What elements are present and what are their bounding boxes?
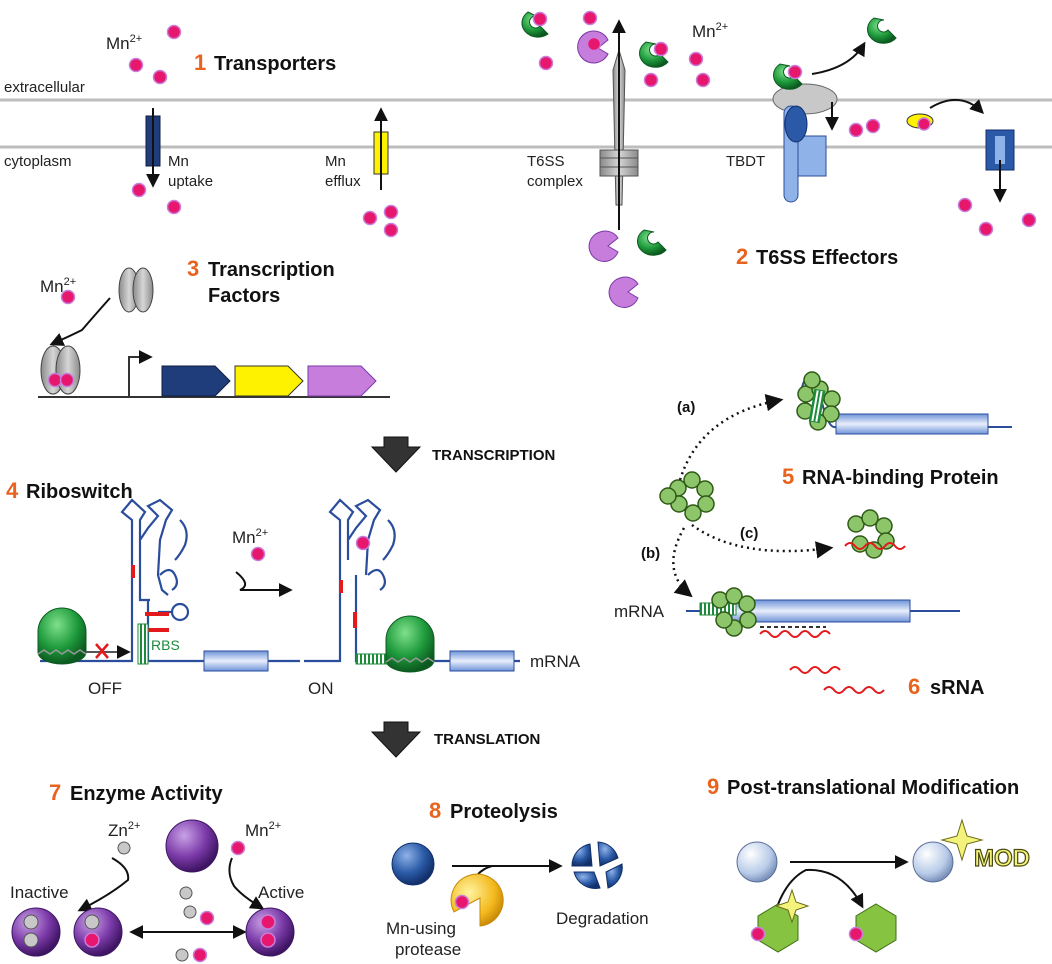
protease-label-1: Mn-using bbox=[386, 919, 456, 938]
rbs-label: RBS bbox=[151, 637, 180, 653]
section-5-number: 5 bbox=[782, 464, 794, 489]
mn-efflux-label-1: Mn bbox=[325, 153, 346, 170]
operon-dna bbox=[38, 350, 390, 398]
section-3-title: Transcription bbox=[208, 259, 335, 281]
mn-uptake-label-1: Mn bbox=[168, 153, 189, 170]
section-6-number: 6 bbox=[908, 674, 920, 699]
section-4-title: Riboswitch bbox=[26, 481, 133, 503]
path-c-label: (c) bbox=[740, 525, 758, 542]
tf-dimer-free bbox=[118, 267, 154, 313]
mrna-label-riboswitch: mRNA bbox=[530, 652, 581, 671]
enzyme-inactive-pair bbox=[11, 907, 123, 957]
mn-ion-label-7: Mn2+ bbox=[245, 820, 281, 840]
mn-ion-tf bbox=[60, 289, 76, 305]
mn-ion-label-3: Mn2+ bbox=[40, 276, 76, 296]
rbp-complex-b bbox=[686, 587, 960, 638]
section-6-title: sRNA bbox=[930, 677, 984, 699]
protease-label-2: protease bbox=[395, 940, 461, 959]
off-label: OFF bbox=[88, 679, 122, 698]
mn-ion-label-4: Mn2+ bbox=[232, 527, 268, 547]
mn-protease bbox=[450, 873, 504, 927]
section-9-title: Post-translational Modification bbox=[727, 777, 1019, 799]
mn-efflux-transporter bbox=[373, 107, 389, 190]
rbp-complex-a bbox=[796, 371, 1012, 435]
active-label: Active bbox=[258, 883, 304, 902]
section-7-title: Enzyme Activity bbox=[70, 783, 224, 805]
path-c-arrow bbox=[691, 523, 834, 559]
mod-label: MOD bbox=[974, 845, 1030, 872]
degradation-label: Degradation bbox=[556, 909, 649, 928]
section-3-title-line2: Factors bbox=[208, 285, 280, 307]
t6ss-effectors-cytoplasm bbox=[588, 229, 667, 308]
ptm-modified-protein bbox=[912, 841, 954, 883]
section-2-title: T6SS Effectors bbox=[756, 247, 898, 269]
path-b-label: (b) bbox=[641, 545, 660, 562]
membrane bbox=[0, 98, 1052, 149]
degraded-protein bbox=[571, 841, 623, 889]
tbdt-label: TBDT bbox=[726, 153, 765, 170]
mn-ions-right bbox=[957, 197, 1037, 237]
section-8-title: Proteolysis bbox=[450, 801, 558, 823]
ptm-substrate bbox=[736, 841, 778, 883]
mod-star-icon bbox=[940, 818, 984, 862]
t6ss-complex bbox=[599, 19, 639, 230]
riboswitch-off bbox=[37, 498, 300, 672]
riboswitch-binding-arrow bbox=[235, 571, 293, 597]
mn-efflux-label-2: efflux bbox=[325, 173, 361, 190]
section-4-number: 4 bbox=[6, 478, 19, 503]
section-1-title: Transporters bbox=[214, 53, 336, 75]
srna-molecules bbox=[789, 666, 885, 694]
inactive-arrow bbox=[77, 857, 130, 912]
transcription-label: TRANSCRIPTION bbox=[432, 447, 555, 464]
section-8-number: 8 bbox=[429, 798, 441, 823]
translation-label: TRANSLATION bbox=[434, 731, 540, 748]
mn-ions-efflux bbox=[362, 204, 399, 238]
section-2-number: 2 bbox=[736, 244, 748, 269]
tf-binding-arrow bbox=[49, 297, 111, 346]
cofactor-donor bbox=[750, 888, 810, 953]
t6ss-label-2: complex bbox=[527, 173, 583, 190]
section-7-number: 7 bbox=[49, 780, 61, 805]
mn-ion-enzyme bbox=[230, 840, 246, 856]
mn-ion-riboswitch bbox=[250, 546, 266, 562]
right-transporter bbox=[906, 99, 1015, 203]
section-1-number: 1 bbox=[194, 50, 206, 75]
mrna-label-rbp: mRNA bbox=[614, 602, 665, 621]
mn-ion-label-2: Mn2+ bbox=[692, 21, 728, 41]
translation-arrow-icon bbox=[370, 721, 422, 758]
mn-uptake-label-2: uptake bbox=[168, 173, 213, 190]
transcription-arrow-icon bbox=[370, 436, 422, 473]
rbp-free bbox=[659, 471, 715, 522]
cofactor-spent bbox=[848, 903, 897, 953]
section-5-title: RNA-binding Protein bbox=[802, 467, 999, 489]
mn-ions-top-left bbox=[128, 24, 182, 85]
ions-exchange bbox=[175, 886, 215, 963]
path-b-arrow bbox=[672, 527, 693, 598]
enzyme-apo bbox=[165, 819, 219, 873]
section-9-number: 9 bbox=[707, 774, 719, 799]
enzyme-active bbox=[245, 907, 295, 957]
zn-ion-label: Zn2+ bbox=[108, 820, 140, 840]
mn-uptake-transporter bbox=[145, 108, 161, 188]
on-label: ON bbox=[308, 679, 334, 698]
mn-ions-uptake bbox=[131, 182, 182, 215]
mn-ions-t6ss-top bbox=[532, 10, 711, 88]
extracellular-label: extracellular bbox=[4, 79, 85, 96]
inactive-label: Inactive bbox=[10, 883, 69, 902]
path-a-label: (a) bbox=[677, 399, 695, 416]
zn-ion bbox=[117, 841, 131, 855]
mn-ion-label-1: Mn2+ bbox=[106, 33, 142, 53]
riboswitch-on bbox=[304, 498, 520, 673]
tf-dimer-bound bbox=[40, 345, 81, 395]
rbp-srna-complex bbox=[844, 509, 906, 559]
active-arrow bbox=[228, 857, 265, 910]
mn-ions-tbdt bbox=[848, 118, 881, 138]
ptm-cofactor-arrow bbox=[775, 868, 864, 911]
section-3-number: 3 bbox=[187, 256, 199, 281]
substrate-protein bbox=[391, 842, 435, 886]
cytoplasm-label: cytoplasm bbox=[4, 153, 72, 170]
t6ss-label-1: T6SS bbox=[527, 153, 565, 170]
tbdt-transporter bbox=[772, 17, 897, 203]
